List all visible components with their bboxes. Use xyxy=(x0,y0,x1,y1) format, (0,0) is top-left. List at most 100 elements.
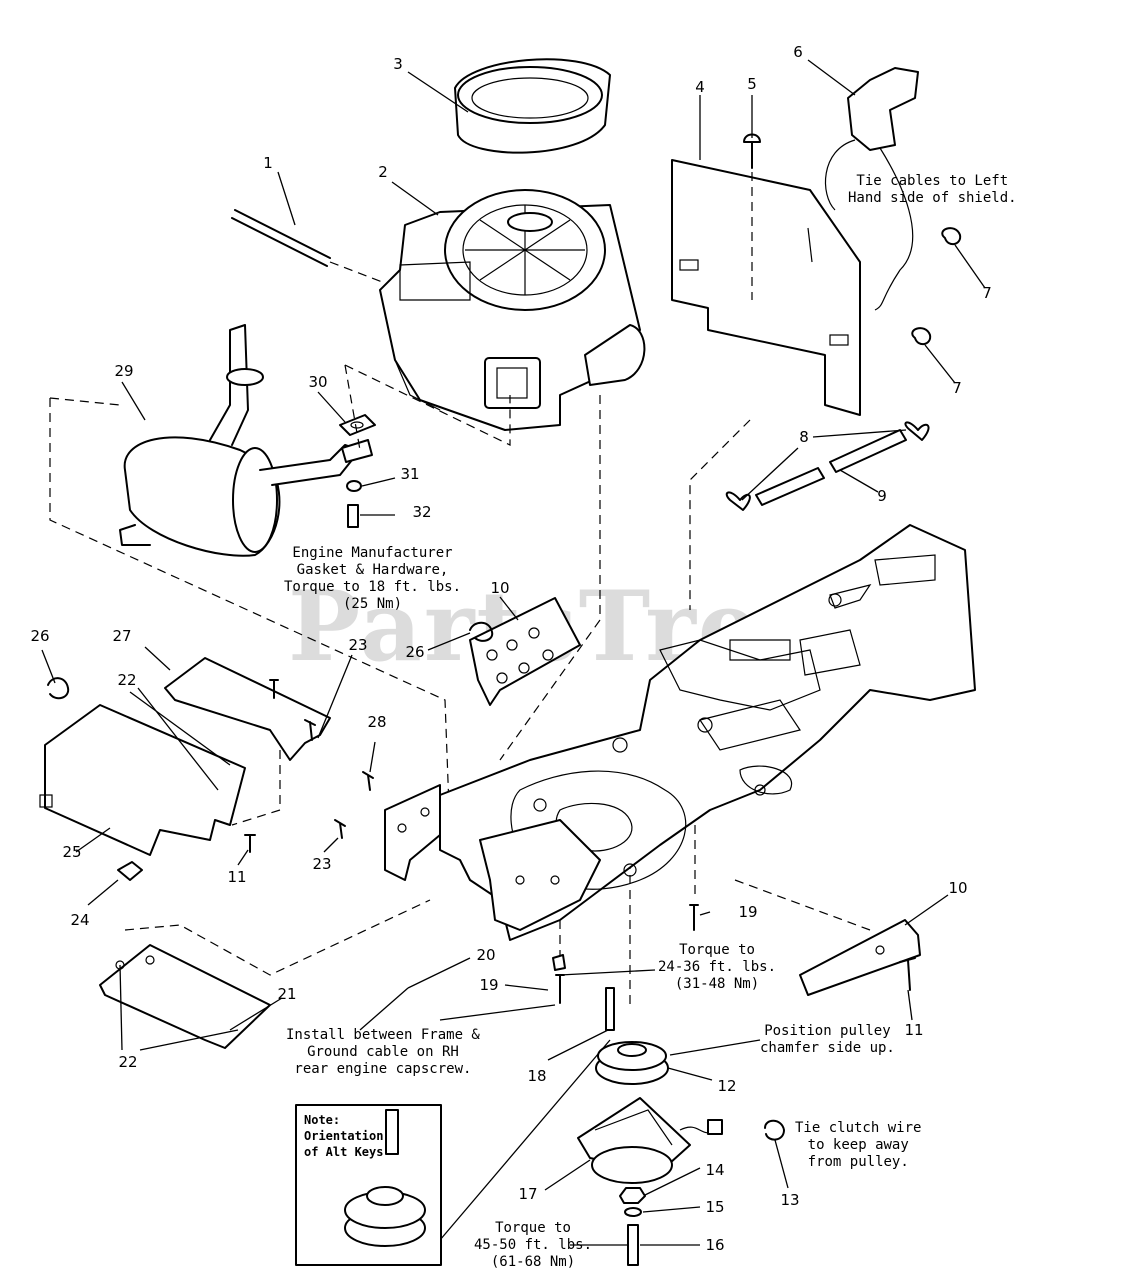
callout-17: 17 xyxy=(518,1185,538,1203)
callout-23-upper: 23 xyxy=(348,636,368,654)
drive-pulley xyxy=(595,1041,669,1085)
cable-tie-bracket xyxy=(469,621,494,642)
note-line: from pulley. xyxy=(807,1154,909,1170)
cable-tie-left xyxy=(47,677,70,700)
note-line: (25 Nm) xyxy=(343,596,403,612)
spacer-nut xyxy=(619,1187,646,1204)
ignition-switch xyxy=(824,67,919,311)
note-line: Ground cable on RH xyxy=(307,1044,459,1060)
screws-left xyxy=(244,679,374,853)
callout-2: 2 xyxy=(378,163,388,181)
note-line: 24-36 ft. lbs. xyxy=(658,959,777,975)
callout-27: 27 xyxy=(112,627,132,645)
cable-clip-lower xyxy=(911,327,932,346)
note-torque-24-36: Torque to 24-36 ft. lbs. (31-48 Nm) xyxy=(658,942,776,993)
note-tie-clutch: Tie clutch wire to keep away from pulley… xyxy=(795,1120,921,1171)
callout-11-right: 11 xyxy=(904,1021,924,1039)
engine-mount-bracket-left xyxy=(469,597,581,706)
wire-tie xyxy=(764,1119,785,1141)
ground-clip xyxy=(552,954,566,971)
heat-shield-upper xyxy=(164,657,331,761)
lock-washer xyxy=(346,477,396,492)
callout-15: 15 xyxy=(705,1198,725,1216)
note-line: of Alt Keys xyxy=(304,1145,384,1159)
callout-7-upper: 7 xyxy=(982,284,992,302)
cable-clip-upper xyxy=(941,227,962,246)
callout-26-left: 26 xyxy=(30,627,50,645)
engine xyxy=(379,189,646,431)
orientation-note-box xyxy=(295,1104,442,1266)
flat-washer xyxy=(624,1207,642,1217)
leader-lines xyxy=(41,59,986,1246)
callout-25: 25 xyxy=(62,843,82,861)
note-line: Install between Frame & xyxy=(286,1027,480,1043)
note-orientation-keys: Note: Orientation of Alt Keys xyxy=(304,1112,383,1160)
note-line: to keep away xyxy=(807,1137,909,1153)
note-line: rear engine capscrew. xyxy=(294,1061,472,1077)
note-line: Tie clutch wire xyxy=(795,1120,922,1136)
note-position-pulley: Position pulley chamfer side up. xyxy=(760,1023,895,1057)
note-line: Torque to 18 ft. lbs. xyxy=(284,579,462,595)
note-line: Gasket & Hardware, xyxy=(296,562,449,578)
note-line: Note: xyxy=(304,1113,341,1127)
callout-29: 29 xyxy=(114,362,134,380)
callout-3: 3 xyxy=(393,55,403,73)
note-engine-gasket: Engine Manufacturer Gasket & Hardware, T… xyxy=(284,545,461,613)
electric-clutch xyxy=(577,1097,723,1184)
mower-frame xyxy=(439,524,976,941)
callout-9: 9 xyxy=(877,487,887,505)
note-line: Torque to xyxy=(495,1220,571,1236)
muffler xyxy=(119,324,361,557)
exhaust-gasket xyxy=(339,414,376,463)
heat-shield-lower xyxy=(39,704,246,856)
callout-8: 8 xyxy=(799,428,809,446)
side-bracket xyxy=(384,784,441,881)
note-line: Hand side of shield. xyxy=(848,190,1017,206)
clutch-bolt xyxy=(627,1224,639,1266)
capscrew-lower xyxy=(555,974,565,1004)
callout-21: 21 xyxy=(277,985,297,1003)
air-cleaner-cover xyxy=(454,58,611,154)
engine-mount-bracket-right xyxy=(799,919,921,996)
callout-31: 31 xyxy=(400,465,420,483)
skid-plate xyxy=(99,944,271,1049)
note-line: Position pulley xyxy=(764,1023,891,1039)
callout-10-left: 10 xyxy=(490,579,510,597)
note-tie-cables: Tie cables to Left Hand side of shield. xyxy=(848,173,1017,207)
callout-19-upper: 19 xyxy=(738,903,758,921)
shield-plate xyxy=(671,159,861,416)
note-line: chamfer side up. xyxy=(760,1040,895,1056)
nut-plate xyxy=(117,861,143,881)
note-line: (31-48 Nm) xyxy=(674,976,760,992)
callout-13: 13 xyxy=(780,1191,800,1209)
callout-22-lower: 22 xyxy=(118,1053,138,1071)
callout-30: 30 xyxy=(308,373,328,391)
callout-24: 24 xyxy=(70,911,90,929)
note-line: (61-68 Nm) xyxy=(490,1254,576,1270)
note-install-between: Install between Frame & Ground cable on … xyxy=(286,1027,480,1078)
hose-clamps xyxy=(725,421,930,511)
callout-23-lower: 23 xyxy=(312,855,332,873)
engine-stud xyxy=(231,209,391,286)
callout-7-lower: 7 xyxy=(952,379,962,397)
callout-18: 18 xyxy=(527,1067,547,1085)
capscrew-center xyxy=(689,904,699,931)
note-line: 45-50 ft. lbs. xyxy=(474,1237,593,1253)
callout-16: 16 xyxy=(705,1236,725,1254)
alternator-key xyxy=(605,987,615,1031)
note-line: Tie cables to Left xyxy=(856,173,1009,189)
hex-bolt-right xyxy=(899,957,916,991)
exhaust-bolt xyxy=(347,504,395,528)
note-line: Torque to xyxy=(679,942,755,958)
callout-32: 32 xyxy=(412,503,432,521)
note-torque-45-50: Torque to 45-50 ft. lbs. (61-68 Nm) xyxy=(474,1220,592,1271)
callout-26-center: 26 xyxy=(405,643,425,661)
note-line: Engine Manufacturer xyxy=(292,545,453,561)
note-line: Orientation xyxy=(304,1129,384,1143)
callout-12: 12 xyxy=(717,1077,737,1095)
callout-4: 4 xyxy=(695,78,705,96)
fuel-tubes xyxy=(755,429,907,506)
callout-14: 14 xyxy=(705,1161,725,1179)
